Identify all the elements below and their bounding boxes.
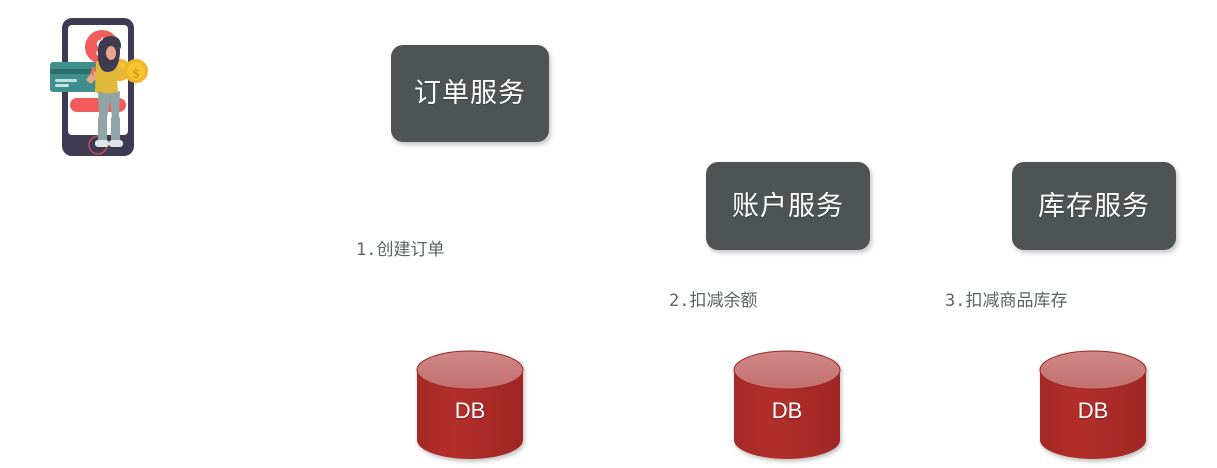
mobile-payment-illustration: $ $ $ [50, 18, 148, 156]
database-order-db-label: DB [454, 398, 486, 423]
node-account-service-label: 账户服务 [732, 190, 844, 221]
database-account-db [733, 350, 841, 459]
node-inventory-service-label: 库存服务 [1038, 190, 1150, 221]
node-order-service[interactable]: 订单服务 [391, 45, 549, 142]
svg-text:$: $ [133, 66, 140, 81]
credit-card-icon [50, 62, 97, 92]
step-label-2: 2.扣减余额 [669, 291, 758, 311]
database-inventory-db [1039, 350, 1147, 459]
database-account-db-label: DB [771, 398, 803, 423]
database-order-db [416, 350, 524, 459]
database-inventory-db-label: DB [1077, 398, 1109, 423]
node-order-service-label: 订单服务 [414, 78, 526, 108]
node-inventory-service[interactable]: 库存服务 [1012, 162, 1176, 250]
node-account-service[interactable]: 账户服务 [706, 162, 870, 250]
step-label-1: 1.创建订单 [356, 240, 445, 260]
step-label-3: 3.扣减商品库存 [945, 291, 1068, 311]
person-icon [86, 36, 126, 147]
